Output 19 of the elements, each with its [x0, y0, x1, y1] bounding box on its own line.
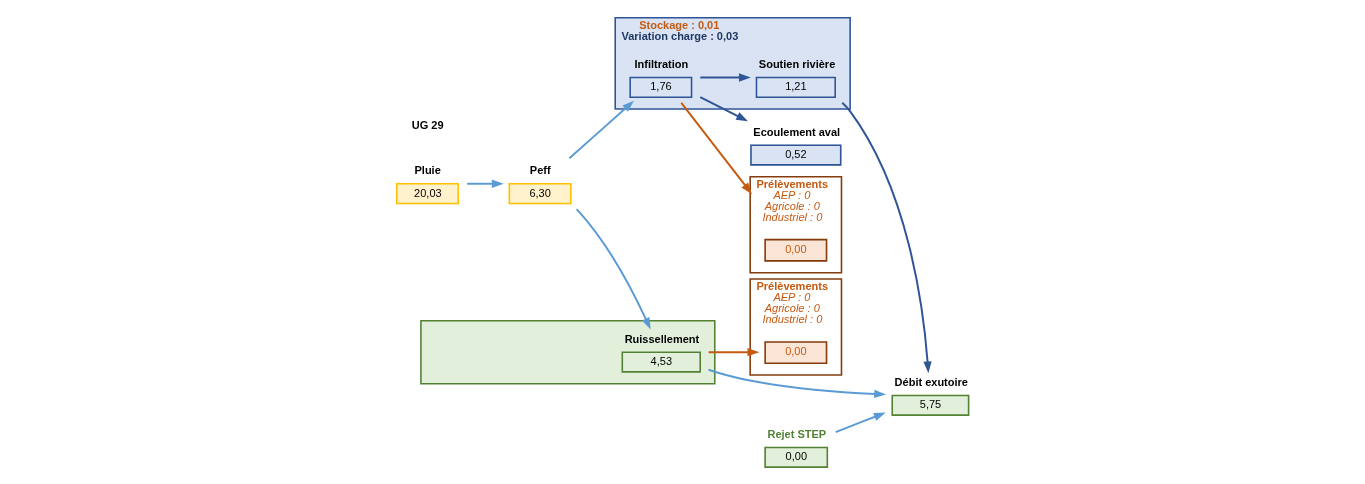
arrow: [707, 348, 760, 357]
arrow: [699, 73, 751, 82]
arrow: [680, 101, 752, 195]
arrow: [707, 368, 887, 399]
node-label: Débit exutoire: [894, 376, 968, 389]
node-label: Pluie: [414, 164, 441, 177]
node-label: Infiltration: [634, 58, 689, 71]
arrow: [575, 208, 651, 330]
label: UG 29: [411, 119, 444, 132]
arrow: [841, 101, 932, 374]
node-label: Rejet STEP: [767, 428, 827, 441]
arrow: [834, 412, 886, 434]
node-label: Soutien rivière: [758, 58, 836, 71]
node-label: Peff: [529, 164, 551, 177]
node-label: Ruissellement: [624, 332, 700, 345]
arrow: [568, 100, 634, 160]
arrow: [699, 96, 748, 122]
arrow: [466, 179, 504, 188]
node-label: Ecoulement aval: [753, 125, 841, 138]
